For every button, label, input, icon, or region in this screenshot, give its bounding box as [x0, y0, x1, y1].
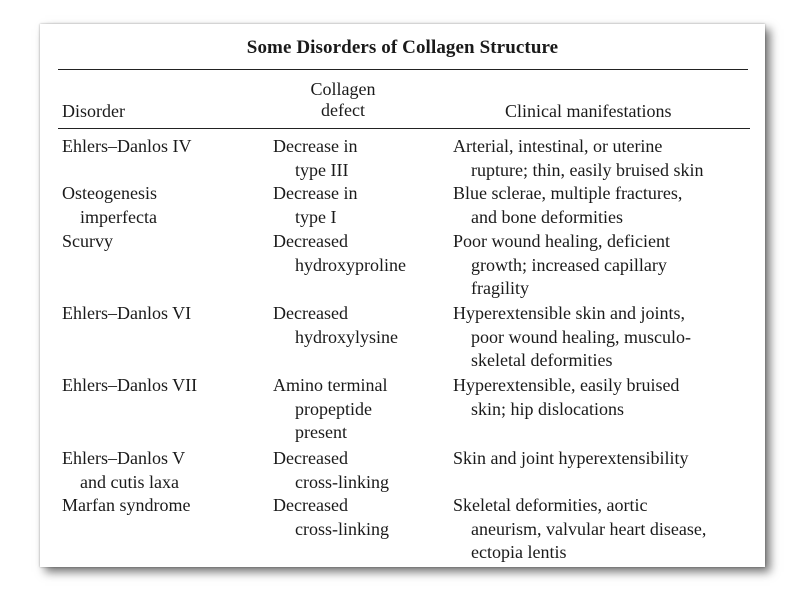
header-collagen-defect: Collagen defect — [273, 79, 413, 121]
row-3-manifestations: Hyperextensible skin and joints, poor wo… — [453, 302, 691, 373]
top-rule — [58, 69, 748, 70]
row-0-disorder: Ehlers–Danlos IV — [62, 135, 191, 159]
cell-line: Arterial, intestinal, or uterine — [453, 136, 663, 156]
cell-line: and cutis laxa — [80, 471, 179, 492]
cell-line: Ehlers–Danlos V — [62, 448, 186, 468]
cell-line: Poor wound healing, deficient — [453, 231, 670, 251]
cell-line: Osteogenesis — [62, 183, 157, 203]
cell-line: Skeletal deformities, aortic — [453, 495, 648, 515]
cell-line: Ehlers–Danlos VI — [62, 303, 192, 323]
cell-line: Decrease in — [273, 183, 358, 203]
cell-line: rupture; thin, easily bruised skin — [471, 159, 704, 180]
cell-line: propeptide — [295, 398, 372, 419]
row-2-manifestations: Poor wound healing, deficient growth; in… — [453, 230, 670, 301]
cell-line: Decrease in — [273, 136, 358, 156]
row-1-defect: Decrease in type I — [273, 182, 357, 229]
row-1-disorder: Osteogenesis imperfecta — [62, 182, 157, 229]
cell-line: Decreased — [273, 231, 348, 251]
row-3-defect: Decreased hydroxylysine — [273, 302, 398, 349]
cell-line: Decreased — [273, 448, 348, 468]
cell-line: Marfan syndrome — [62, 495, 191, 515]
header-rule — [58, 128, 750, 129]
cell-line: fragility — [471, 278, 529, 298]
header-clinical-manifestations: Clinical manifestations — [505, 101, 672, 121]
header-defect-line: Collagen — [310, 79, 376, 99]
cell-line: growth; increased capillary — [471, 254, 667, 275]
row-6-disorder: Marfan syndrome — [62, 494, 190, 518]
cell-line: Decreased — [273, 303, 348, 323]
cell-line: and bone deformities — [471, 206, 623, 227]
row-5-manifestations: Skin and joint hyperextensibility — [453, 447, 688, 471]
cell-line: imperfecta — [80, 206, 157, 227]
cell-line: Decreased — [273, 495, 348, 515]
cell-line: present — [295, 422, 347, 442]
cell-line: Scurvy — [62, 231, 113, 251]
cell-line: Ehlers–Danlos IV — [62, 136, 192, 156]
cell-line: Amino terminal — [273, 375, 388, 395]
cell-line: Hyperextensible, easily bruised — [453, 375, 680, 395]
row-5-defect: Decreased cross-linking — [273, 447, 389, 494]
cell-line: ectopia lentis — [471, 542, 567, 562]
header-defect-line: defect — [321, 100, 365, 120]
row-2-disorder: Scurvy — [62, 230, 113, 254]
cell-line: poor wound healing, musculo- — [471, 326, 691, 347]
cell-line: cross-linking — [295, 518, 389, 539]
cell-line: cross-linking — [295, 471, 389, 492]
row-6-manifestations: Skeletal deformities, aortic aneurism, v… — [453, 494, 706, 565]
row-6-defect: Decreased cross-linking — [273, 494, 389, 541]
cell-line: type III — [295, 159, 349, 180]
cell-line: aneurism, valvular heart disease, — [471, 518, 707, 539]
row-3-disorder: Ehlers–Danlos VI — [62, 302, 191, 326]
row-1-manifestations: Blue sclerae, multiple fractures, and bo… — [453, 182, 682, 229]
row-0-manifestations: Arterial, intestinal, or uterine rupture… — [453, 135, 703, 182]
row-4-disorder: Ehlers–Danlos VII — [62, 374, 197, 398]
cell-line: type I — [295, 206, 337, 227]
cell-line: hydroxyproline — [295, 254, 406, 275]
row-5-disorder: Ehlers–Danlos V and cutis laxa — [62, 447, 185, 494]
cell-line: skeletal deformities — [471, 350, 613, 370]
cell-line: Hyperextensible skin and joints, — [453, 303, 685, 323]
row-4-manifestations: Hyperextensible, easily bruised skin; hi… — [453, 374, 679, 421]
document-page: Some Disorders of Collagen Structure Dis… — [40, 24, 765, 567]
cell-line: skin; hip dislocations — [471, 398, 624, 419]
row-4-defect: Amino terminal propeptide present — [273, 374, 387, 445]
row-2-defect: Decreased hydroxyproline — [273, 230, 406, 277]
row-0-defect: Decrease in type III — [273, 135, 357, 182]
header-disorder: Disorder — [62, 101, 125, 121]
cell-line: Blue sclerae, multiple fractures, — [453, 183, 683, 203]
cell-line: hydroxylysine — [295, 326, 398, 347]
table-title: Some Disorders of Collagen Structure — [246, 37, 559, 58]
cell-line: Skin and joint hyperextensibility — [453, 448, 689, 468]
cell-line: Ehlers–Danlos VII — [62, 375, 198, 395]
